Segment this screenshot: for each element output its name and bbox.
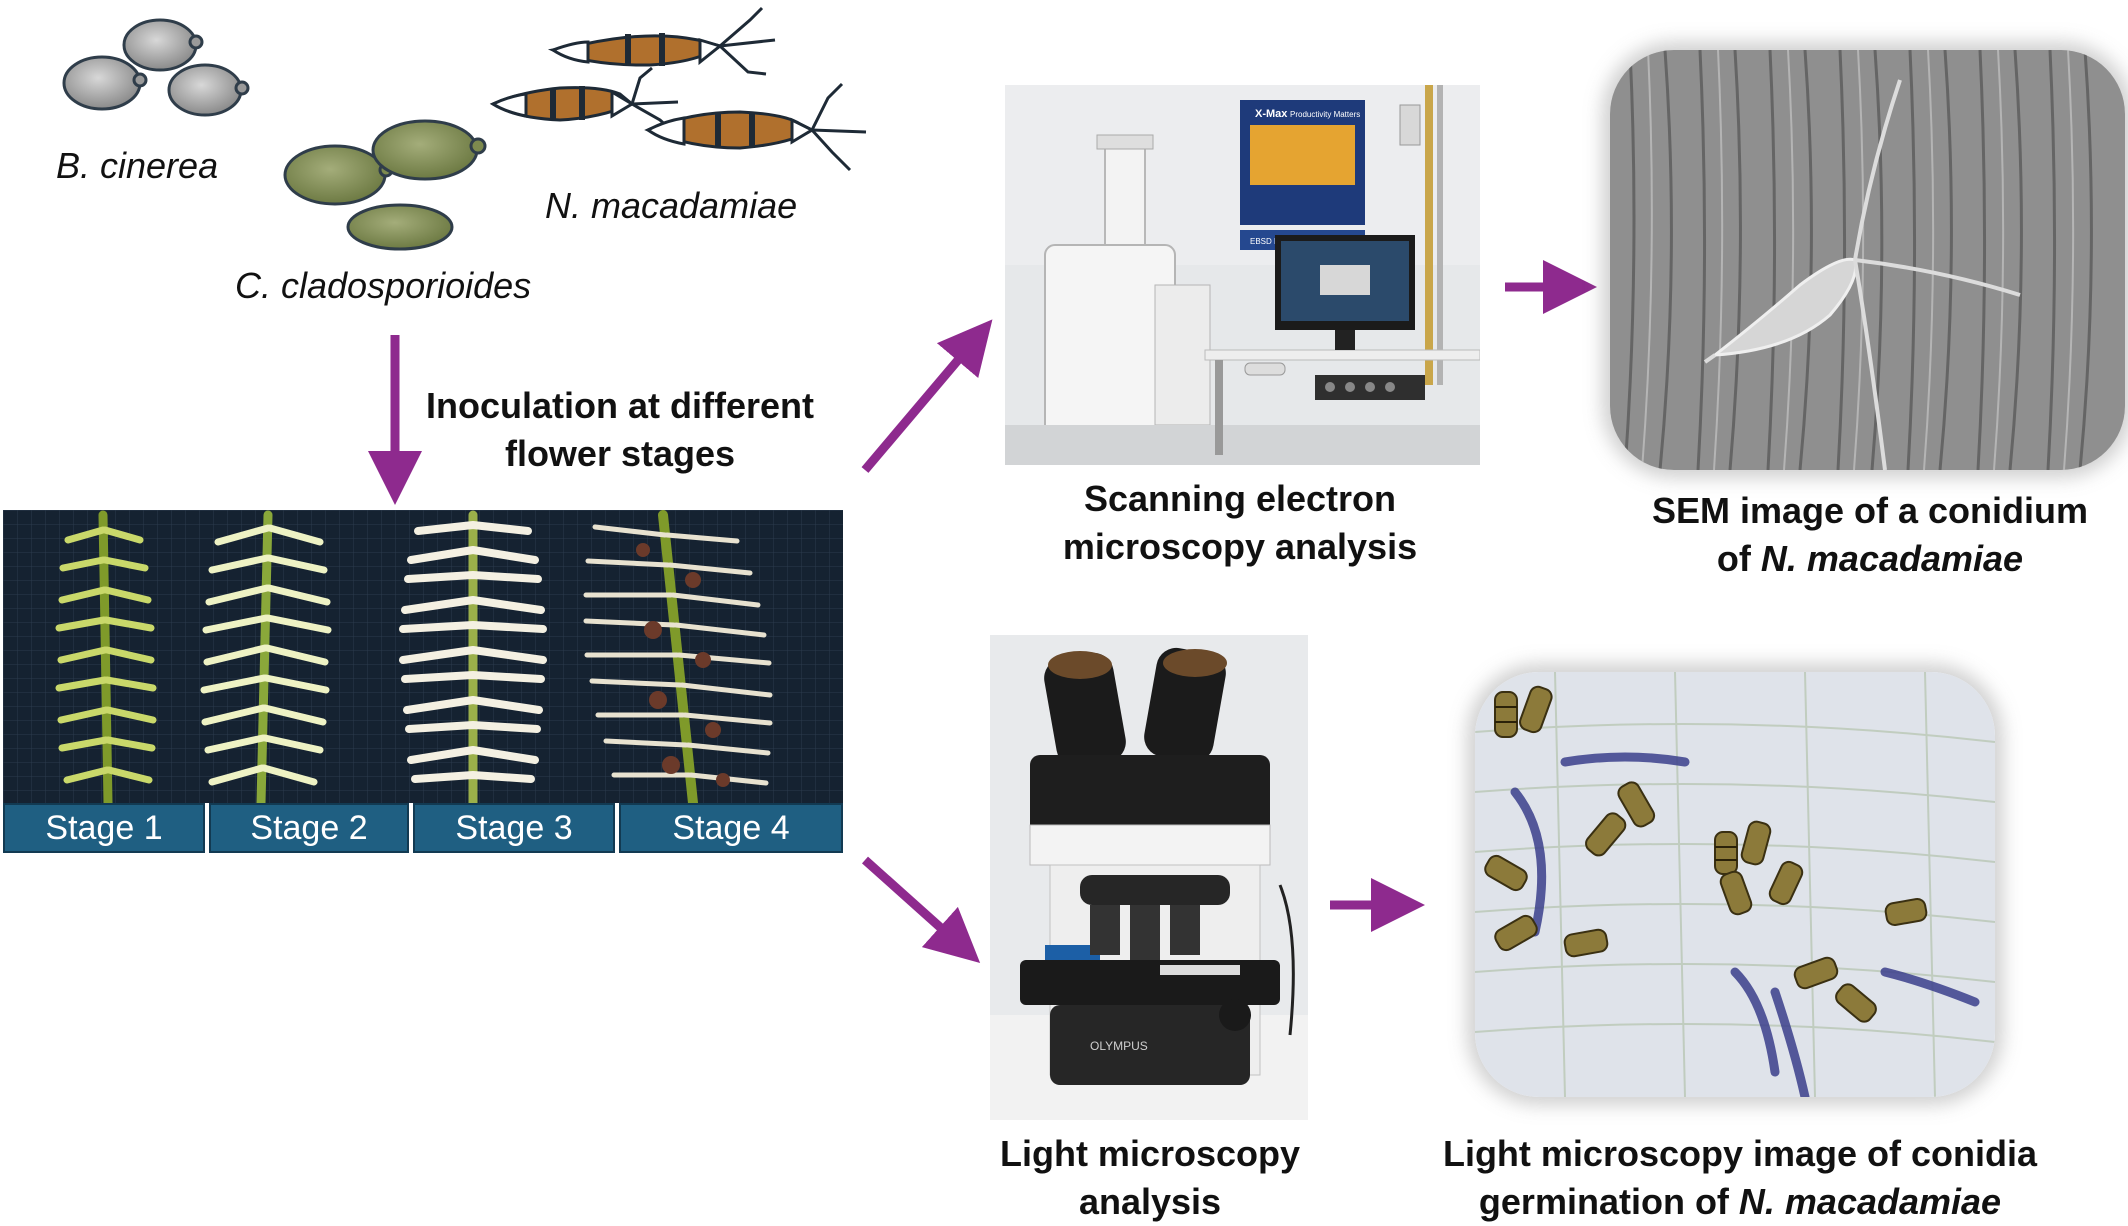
label-n-macadamiae: N. macadamiae: [545, 185, 798, 226]
raceme-stage-2: [200, 510, 332, 803]
poster-subtitle: Productivity Matters: [1290, 110, 1360, 119]
light-analysis-label: Light microscopy analysis: [965, 1130, 1335, 1226]
raceme-stage-1: [55, 510, 157, 803]
arrow-to-light: [861, 856, 981, 964]
sem-analysis-label: Scanning electron microscopy analysis: [1000, 475, 1480, 571]
light-image-line-2: germination of N. macadamiae: [1420, 1178, 2060, 1226]
flower-stages-photo: Stage 1 Stage 2 Stage 3 Stage 4: [3, 510, 843, 855]
spore-illustrations: [62, 6, 867, 251]
light-image-species: N. macadamiae: [1738, 1181, 2002, 1222]
sem-image-species: N. macadamiae: [1760, 538, 2024, 579]
inoculation-line-1: Inoculation at different: [425, 385, 814, 426]
inoculation-label: Inoculation at different flower stages: [410, 382, 830, 478]
light-analysis-line-1: Light microscopy: [999, 1133, 1301, 1174]
cladosporium-conidia: [283, 119, 487, 251]
stage-4-label: Stage 4: [619, 803, 843, 853]
inoculation-line-2: flower stages: [504, 433, 736, 474]
microscope-brand: OLYMPUS: [1090, 1039, 1148, 1053]
light-analysis-line-2: analysis: [1078, 1181, 1222, 1222]
sem-analysis-line-2: microscopy analysis: [1062, 526, 1418, 567]
raceme-stage-3: [399, 510, 547, 803]
arrow-to-sem: [861, 319, 993, 473]
light-conidia: [1484, 685, 1928, 1023]
stage-2-label: Stage 2: [209, 803, 409, 853]
stage-label-bar: Stage 1 Stage 2 Stage 3 Stage 4: [3, 803, 843, 855]
sem-image-label: SEM image of a conidium of N. macadamiae: [1600, 487, 2128, 583]
light-image-line-1: Light microscopy image of conidia: [1442, 1133, 2038, 1174]
stage-1-label: Stage 1: [3, 803, 205, 853]
light-microscope-photo: OLYMPUS: [990, 635, 1308, 1120]
sem-analysis-line-1: Scanning electron: [1083, 478, 1397, 519]
botrytis-conidia: [62, 18, 250, 117]
raceme-stage-4: [583, 510, 773, 803]
light-image-label: Light microscopy image of conidia germin…: [1420, 1130, 2060, 1226]
light-microscope-scene: OLYMPUS: [990, 635, 1308, 1120]
stage-3-label: Stage 3: [413, 803, 615, 853]
label-c-cladosporioides: C. cladosporioides: [235, 265, 532, 306]
light-conidia-scene: [1475, 672, 1995, 1097]
neopestalotiopsis-conidia: [489, 6, 867, 172]
sem-lab-scene: X-Max Productivity Matters EBSD Explaine…: [1005, 85, 1480, 465]
sem-micrograph: [1610, 50, 2125, 470]
sem-image-line-1: SEM image of a conidium: [1651, 490, 2089, 531]
poster-title: X-Max: [1255, 108, 1288, 120]
sem-image-prefix: of: [1716, 538, 1761, 579]
light-image-prefix: germination of: [1478, 1181, 1739, 1222]
sem-conidium-scene: [1610, 50, 2125, 470]
sem-image-line-2: of N. macadamiae: [1600, 535, 2128, 583]
light-micrograph: [1475, 672, 1995, 1097]
raceme-illustrations: [3, 510, 843, 803]
label-b-cinerea: B. cinerea: [56, 145, 219, 186]
sem-instrument-photo: X-Max Productivity Matters EBSD Explaine…: [1005, 85, 1480, 465]
sem-conidium: [1703, 79, 2021, 470]
